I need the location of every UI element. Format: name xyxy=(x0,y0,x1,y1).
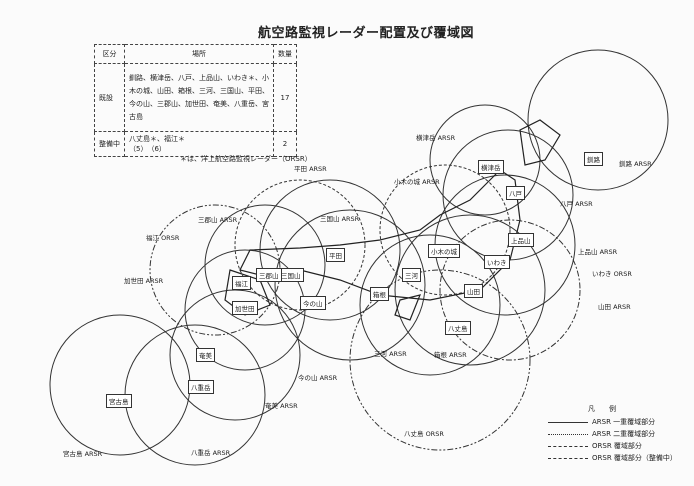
japan-coastline xyxy=(224,119,561,321)
coverage-circle xyxy=(394,214,546,366)
site-box: 平田 xyxy=(326,248,345,262)
radar-label: 福江 ORSR xyxy=(146,234,180,242)
site-box: 三国山 xyxy=(278,268,304,282)
radar-label: 平田 ARSR xyxy=(294,165,327,173)
legend-item: ARSR 一重覆域部分 xyxy=(548,416,677,428)
coverage-circle xyxy=(184,249,306,371)
site-box: 三河 xyxy=(402,268,421,282)
radar-label: 山田 ARSR xyxy=(598,303,631,311)
radar-label: 上品山 ARSR xyxy=(578,248,618,256)
coverage-circle xyxy=(169,289,301,421)
count-cell: 2 xyxy=(273,131,297,157)
site-table: 区分場所数量 既設釧路、横津岳、八戸、上品山、いわき＊、小木の城、山田、箱根、三… xyxy=(94,44,297,157)
legend-title: 凡 例 xyxy=(588,405,616,413)
radar-label: 今の山 ARSR xyxy=(298,374,338,382)
site-box: 箱根 xyxy=(370,287,389,301)
radar-label: いわき ORSR xyxy=(592,270,632,278)
radar-label: 加世田 ARSR xyxy=(124,277,164,285)
coverage-circle xyxy=(439,219,581,361)
site-box: 小木の城 xyxy=(428,244,460,258)
radar-label: 八重岳 ARSR xyxy=(191,449,231,457)
radar-label: 宮古島 ARSR xyxy=(63,450,103,458)
legend: 凡 例 ARSR 一重覆域部分 ARSR 二重覆域部分 ORSR 覆域部分 OR… xyxy=(548,404,677,464)
radar-label: 三河 ARSR xyxy=(374,350,407,358)
places-cell: 釧路、横津岳、八戸、上品山、いわき＊、小木の城、山田、箱根、三河、三国山、平田、… xyxy=(124,63,274,132)
site-box: 宮古島 xyxy=(106,394,132,408)
table-note: ＊は、洋上航空路監視レーダー（ORSR） xyxy=(180,155,312,163)
coverage-circle xyxy=(379,164,511,296)
site-box: 上品山 xyxy=(508,233,534,247)
site-box: 加世田 xyxy=(232,301,258,315)
category-cell: 整備中 xyxy=(94,131,125,157)
site-box: 奄美 xyxy=(196,348,215,362)
site-box: 八重岳 xyxy=(188,380,214,394)
site-box: 釧路 xyxy=(584,152,603,166)
legend-item: ORSR 覆域部分（整備中） xyxy=(548,452,677,464)
radar-label: 八丈島 ORSR xyxy=(404,430,444,438)
coverage-circle xyxy=(349,269,531,451)
radar-label: 小木の城 ARSR xyxy=(394,178,440,186)
coverage-circle xyxy=(234,179,366,311)
radar-label: 三国山 ARSR xyxy=(320,215,360,223)
radar-label: 釧路 ARSR xyxy=(619,160,652,168)
radar-label: 八戸 ARSR xyxy=(560,200,593,208)
legend-item: ORSR 覆域部分 xyxy=(548,440,677,452)
radar-label: 三郡山 ARSR xyxy=(198,216,238,224)
site-box: 山田 xyxy=(464,284,483,298)
legend-item: ARSR 二重覆域部分 xyxy=(548,428,677,440)
map-title: 航空路監視レーダー配置及び覆域図 xyxy=(258,26,475,41)
site-box: 八丈島 xyxy=(445,321,471,335)
coverage-circle xyxy=(527,49,669,191)
radar-label: 箱根 ARSR xyxy=(434,351,467,359)
site-box: いわき xyxy=(484,255,510,269)
site-box: 福江 xyxy=(232,276,251,290)
coverage-circle xyxy=(274,209,426,361)
places-cell: 八丈島＊、福江＊（5） （6） xyxy=(124,131,274,157)
site-box: 三郡山 xyxy=(256,268,282,282)
coverage-circle xyxy=(359,234,501,376)
site-box: 八戸 xyxy=(506,186,525,200)
radar-label: 奄美 ARSR xyxy=(265,402,298,410)
coverage-circle xyxy=(49,314,191,456)
radar-label: 横津岳 ARSR xyxy=(416,134,456,142)
site-box: 今の山 xyxy=(300,296,326,310)
site-box: 横津岳 xyxy=(478,160,504,174)
coverage-circle xyxy=(124,324,266,466)
